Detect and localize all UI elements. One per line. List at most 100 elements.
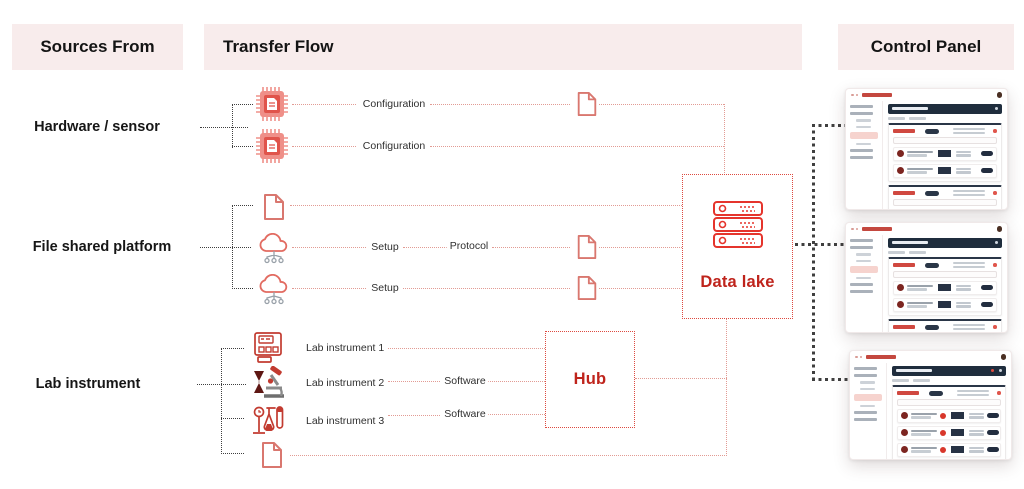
- row-text: [911, 429, 937, 436]
- sidebar-item: [850, 149, 873, 152]
- content-card: [888, 123, 1002, 182]
- meta-line: [953, 262, 986, 265]
- row-detail-line: [956, 171, 971, 174]
- app-logo: [862, 227, 892, 231]
- sidebar-item: [856, 253, 871, 256]
- control-panel-screenshot-3: [849, 350, 1012, 460]
- card-title-row: [897, 390, 1001, 397]
- row-text-line: [907, 171, 927, 174]
- page-header-title: [892, 241, 928, 245]
- row-action-button: [987, 429, 999, 436]
- row-status-icon: [940, 412, 946, 419]
- breadcrumb-item: [909, 117, 926, 120]
- table-row: [893, 280, 997, 295]
- breadcrumb-item: [913, 379, 930, 382]
- sidebar-item: [850, 112, 873, 115]
- row-text: [907, 167, 933, 174]
- page-header-title: [896, 369, 932, 373]
- row-avatar: [901, 446, 908, 454]
- window-dot: [855, 227, 858, 231]
- app-logo: [866, 355, 896, 359]
- transfer-flow-title: Transfer Flow: [223, 37, 334, 56]
- user-avatar: [1000, 354, 1006, 360]
- table-row: [893, 297, 997, 312]
- header-icon: [998, 369, 1002, 373]
- table-row: [897, 408, 1001, 423]
- breadcrumb-item: [892, 379, 909, 382]
- connector-line: [221, 418, 244, 419]
- configuration-label-2: Configuration: [359, 140, 429, 152]
- close-icon: [993, 263, 997, 267]
- connector-line: [430, 104, 570, 105]
- breadcrumb: [892, 379, 1006, 382]
- row-avatar: [897, 284, 904, 292]
- row-status-icon: [940, 446, 946, 453]
- setup-label-2: Setup: [368, 282, 402, 294]
- meta-line: [953, 324, 986, 327]
- connector-line: [403, 288, 570, 289]
- lab-instrument-label: Lab instrument: [35, 376, 141, 392]
- page-header: [892, 366, 1006, 376]
- sources-from-header: Sources From: [12, 24, 183, 70]
- meta-line: [953, 190, 986, 193]
- row-avatar: [901, 429, 908, 437]
- card-meta: [953, 190, 986, 197]
- connector-line: [599, 247, 682, 248]
- lab-instrument-3-label: Lab instrument 3: [303, 415, 388, 427]
- main-area: [883, 235, 1007, 332]
- card-title: [893, 191, 915, 195]
- row-status-icon: [940, 429, 946, 436]
- connector-line: [232, 146, 253, 147]
- sidebar-item: [854, 374, 877, 377]
- row-text-line: [911, 429, 937, 432]
- row-detail: [956, 150, 971, 157]
- sidebar-item: [850, 283, 873, 286]
- meta-line: [953, 193, 986, 197]
- header-icon: [994, 107, 998, 111]
- row-action-button: [981, 301, 993, 308]
- connector-line: [812, 124, 815, 379]
- row-text: [907, 150, 933, 157]
- barcode-block: [938, 150, 951, 157]
- card-title: [893, 129, 915, 133]
- panel-body: [846, 235, 1007, 332]
- row-action-button: [981, 150, 993, 157]
- control-panel-title: Control Panel: [870, 37, 982, 56]
- sidebar-item: [856, 125, 871, 128]
- sidebar-item: [854, 367, 877, 370]
- row-text-line: [907, 305, 927, 308]
- panel-titlebar: [850, 351, 1011, 363]
- connector-line: [795, 243, 846, 246]
- breadcrumb: [888, 117, 1002, 120]
- search-input: [893, 137, 997, 144]
- table-row: [897, 425, 1001, 440]
- sidebar-item: [856, 142, 871, 145]
- sidebar-item: [850, 239, 873, 242]
- meta-line: [953, 265, 986, 269]
- row-avatar: [901, 412, 908, 420]
- connector-line: [221, 348, 244, 349]
- row-text: [907, 301, 933, 308]
- card-title: [893, 263, 915, 267]
- connector-line: [388, 381, 440, 382]
- connector-line: [812, 124, 846, 127]
- window-dot: [851, 93, 854, 97]
- card-title: [893, 325, 915, 329]
- row-text: [911, 446, 937, 453]
- row-detail: [969, 446, 984, 453]
- row-text-line: [911, 412, 937, 415]
- panel-body: [846, 101, 1007, 209]
- row-detail-line: [956, 154, 971, 157]
- document-icon: [577, 92, 597, 116]
- connector-line: [599, 104, 724, 105]
- cpu-chip-icon: [256, 129, 288, 163]
- page-header: [888, 104, 1002, 114]
- software-label-1: Software: [441, 375, 489, 387]
- sidebar: [846, 235, 883, 332]
- breadcrumb-item: [888, 251, 905, 254]
- connector-line: [430, 146, 724, 147]
- content-card: [888, 185, 1002, 209]
- search-input: [893, 199, 997, 206]
- table-row: [893, 146, 997, 161]
- breadcrumb-item: [888, 117, 905, 120]
